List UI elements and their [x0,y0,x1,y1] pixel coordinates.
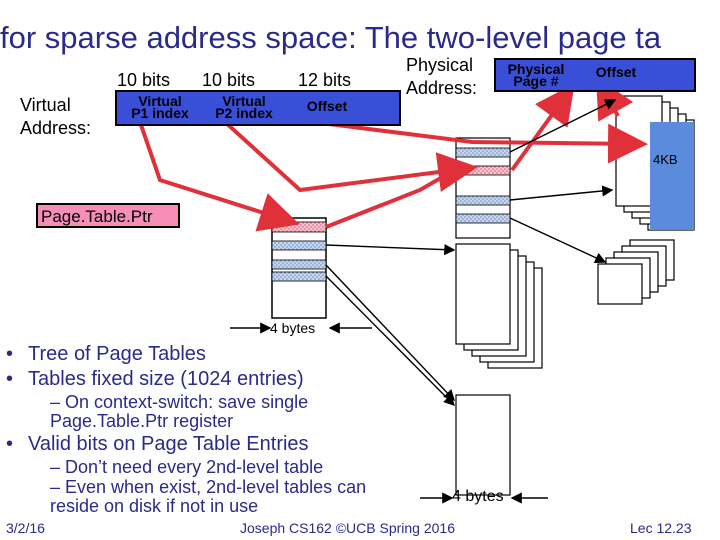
field-virtual-p2-index: Virtual P2 index [203,95,285,121]
field-virtual-p1-index-line1: Virtual [138,95,182,109]
page-size-label: 4KB [653,152,678,167]
footer-slide-number: Lec 12.23 [630,520,692,536]
physical-pages [597,95,695,305]
field-virtual-p2-index-line1: Virtual [222,95,266,109]
address-translation-arrows [138,77,648,232]
footer-credit: Joseph CS162 ©UCB Spring 2016 [240,520,455,536]
field-virtual-p2-index-line2: P2 index [215,105,273,121]
page-table-ptr-register: Page.Table.Ptr [36,203,180,228]
bullet-valid-bits: Valid bits on Page Table Entries [6,433,309,456]
bullet-tables-reside-on-disk: – Even when exist, 2nd-level tables can … [50,477,367,516]
field-virtual-p1-index-line2: P1 index [131,105,189,121]
virtual-address-register: Virtual P1 index Virtual P2 index Offset [115,90,401,126]
field-virtual-offset-line1: Offset [306,100,348,114]
physical-address-label-line2: Address: [406,78,478,98]
second-level-page-tables [455,137,543,496]
virtual-address-label-line1: Virtual [20,95,71,115]
bullet-tree-of-page-tables: Tree of Page Tables [6,343,206,366]
bullet-tables-fixed-size: Tables fixed size (1024 entries) [6,368,304,391]
bits-label-p1: 10 bits [117,70,171,90]
field-physical-page-number: Physical Page # [498,63,574,89]
bits-label-offset: 12 bits [298,70,352,90]
bullet-context-switch: – On context-switch: save single Page.Ta… [50,392,309,431]
bullet-dont-need-every-table: – Don’t need every 2nd-level table [50,457,324,477]
field-physical-offset-line1: Offset [595,66,637,80]
physical-address-label-line1: Physical [406,55,474,75]
bits-label-p2: 10 bits [202,70,256,90]
field-physical-page-number-line1: Physical [507,63,565,77]
footer-date: 3/2/16 [6,520,45,536]
field-virtual-p1-index: Virtual P1 index [119,95,201,121]
field-virtual-offset: Offset [287,100,367,120]
entry-pointer-arrows [230,99,617,504]
entry-size-label-left: 4 bytes [270,320,316,336]
slide-title: for sparse address space: The two-level … [0,20,662,55]
field-physical-page-number-line2: Page # [513,73,559,89]
first-level-page-table [271,217,327,319]
physical-address-register: Physical Page # Offset [494,58,696,92]
virtual-address-label-line2: Address: [20,118,92,138]
field-physical-offset: Offset [576,66,656,86]
entry-size-label-right: 4 bytes [452,488,504,505]
